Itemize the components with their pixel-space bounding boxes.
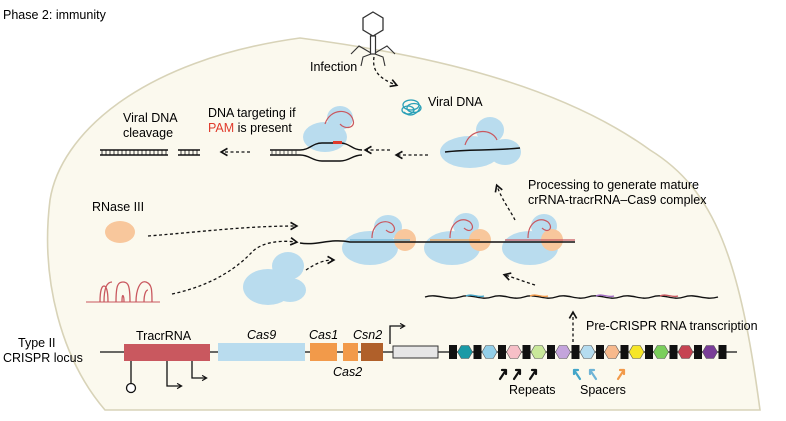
cas9-complex-scanning <box>440 117 521 168</box>
processing-arrow <box>494 183 516 221</box>
spacer-hexagon <box>555 345 571 359</box>
cas1-gene <box>310 343 337 361</box>
is-present-text: is present <box>234 121 292 135</box>
cleavage-label-1: Viral DNA <box>123 111 178 125</box>
cas9-protein-icon <box>243 252 306 305</box>
spacer-hexagon <box>457 345 473 359</box>
cleaved-dna <box>100 149 200 156</box>
spacer-hexagon <box>677 345 694 359</box>
leader-sequence <box>392 345 439 359</box>
repeat-block <box>596 345 604 359</box>
processing-label-1: Processing to generate mature <box>528 178 699 192</box>
cas9-arrow <box>305 255 336 271</box>
tracrrna-hairpin <box>86 281 160 303</box>
tracrrna-label: TracrRNA <box>136 329 192 343</box>
tracr-promoter-arrow-1 <box>166 361 183 390</box>
rnase3-arrow <box>147 221 299 237</box>
phage-icon <box>350 11 396 67</box>
spacer-hexagon <box>604 345 620 359</box>
repeat-block <box>718 345 727 359</box>
spacer-hexagon <box>481 345 498 359</box>
viral-dna-coil-icon <box>401 99 422 116</box>
transcript-to-complex-arrow <box>502 272 536 286</box>
repeat-block <box>498 345 506 359</box>
rnase3-icon <box>105 221 135 243</box>
processing-label-2: crRNA-tracrRNA–Cas9 complex <box>528 193 707 207</box>
leader-promoter-arrow <box>389 322 406 344</box>
crispr-locus-label: CRISPR locus <box>3 351 83 365</box>
csn2-label: Csn2 <box>353 328 382 342</box>
csn2-gene <box>361 343 383 361</box>
cas1-label: Cas1 <box>309 328 338 342</box>
pre-crispr-label: Pre-CRISPR RNA transcription <box>586 319 758 333</box>
repeat-block <box>522 345 531 359</box>
spacer-hexagon <box>506 345 522 359</box>
spacer-hexagon <box>702 345 718 359</box>
spacers-label: Spacers <box>580 383 626 397</box>
infection-label: Infection <box>310 60 357 74</box>
repeat-block <box>669 345 678 359</box>
repeat-block <box>449 345 457 359</box>
pam-present-label: PAM is present <box>208 121 292 135</box>
type2-label: Type II <box>18 336 56 350</box>
cas2-label: Cas2 <box>333 365 362 379</box>
spacer-hexagon <box>653 345 669 359</box>
crrna-processing-complexes <box>299 213 575 265</box>
repeat-spacer-array <box>449 345 727 359</box>
repeat-block <box>620 345 629 359</box>
cleavage-label-2: cleavage <box>123 126 173 140</box>
pam-word: PAM <box>208 121 234 135</box>
repeats-arrows <box>498 368 538 381</box>
repeat-block <box>694 345 702 359</box>
repeat-block <box>473 345 482 359</box>
cas9-gene <box>218 343 305 361</box>
repeats-label: Repeats <box>509 383 556 397</box>
tracr-promoter-arrow-2 <box>191 361 208 382</box>
repeat-block <box>547 345 555 359</box>
infection-arrow <box>372 56 399 88</box>
tracrrna-gene <box>124 344 210 361</box>
repeat-block <box>571 345 580 359</box>
spacer-hexagon <box>579 345 596 359</box>
spacer-hexagon <box>628 345 645 359</box>
rnase3-label: RNase III <box>92 200 144 214</box>
dna-targeting-label: DNA targeting if <box>208 106 296 120</box>
cas9-complex-targeting <box>270 106 363 162</box>
cas9-gene-label: Cas9 <box>247 328 276 342</box>
cas2-gene <box>343 343 358 361</box>
viral-dna-label: Viral DNA <box>428 95 483 109</box>
spacer-hexagon <box>530 345 547 359</box>
spacers-arrows <box>572 368 626 381</box>
pre-crrna-transcript <box>424 294 719 299</box>
tracr-arrow <box>171 237 299 295</box>
phase-title: Phase 2: immunity <box>3 8 107 22</box>
repeat-block <box>645 345 653 359</box>
tracrrna-hairpin-icon <box>125 361 137 394</box>
bacterial-cell <box>46 37 761 411</box>
